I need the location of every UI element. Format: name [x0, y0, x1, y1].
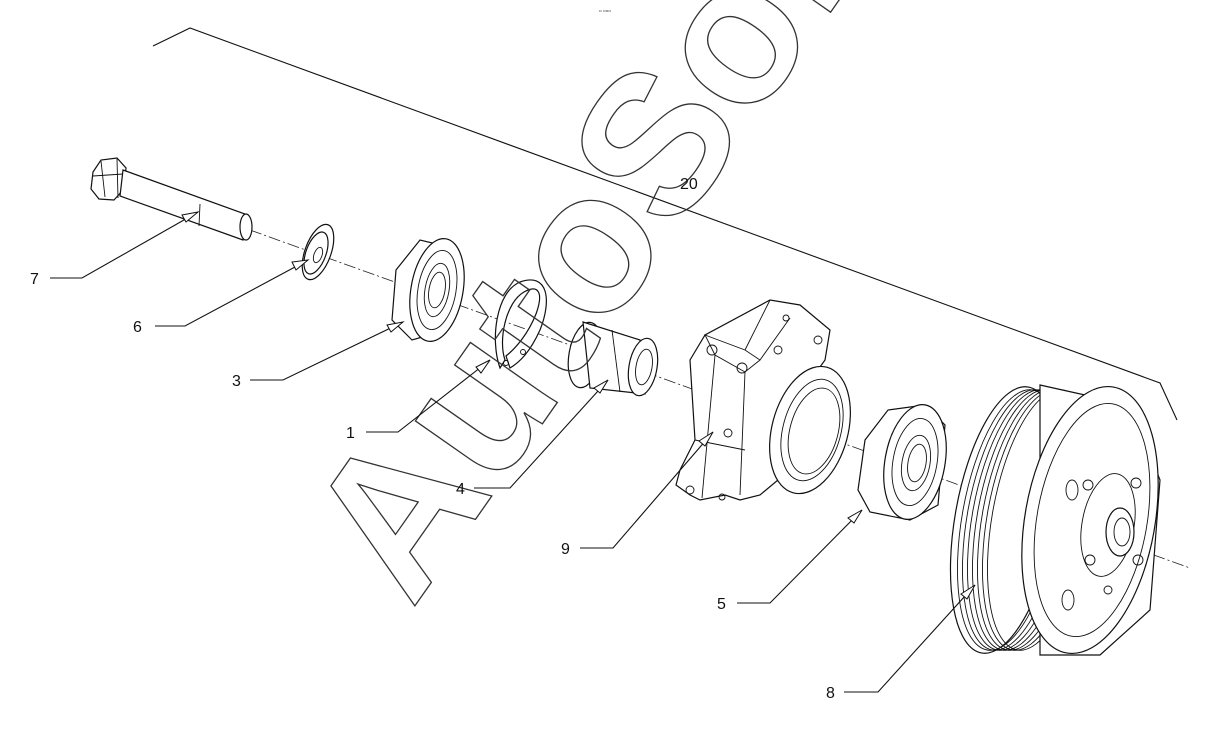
bracket-housing-icon — [675, 299, 851, 501]
callout-20: 20 — [680, 176, 698, 193]
bearing-icon — [391, 237, 465, 343]
leader-4 — [474, 379, 609, 489]
callout-4: 4 — [456, 481, 465, 498]
bearing-icon — [857, 404, 947, 521]
callout-9: 9 — [561, 541, 570, 558]
callout-8: 8 — [826, 685, 835, 702]
leader-8 — [844, 584, 976, 693]
leader-1 — [366, 359, 491, 433]
washer-icon — [301, 223, 335, 281]
leader-9 — [580, 431, 714, 549]
callout-5: 5 — [717, 596, 726, 613]
callout-6: 6 — [133, 319, 142, 336]
assembly-bracket-line — [152, 27, 1178, 421]
callout-1: 1 — [346, 425, 355, 442]
leader-3 — [250, 321, 405, 381]
watermark-text: AutoSoft — [265, 0, 932, 635]
spacer-sleeve-icon — [567, 321, 659, 397]
leader-7 — [50, 211, 200, 279]
callout-7: 7 — [30, 271, 39, 288]
leader-6 — [155, 259, 310, 327]
callout-3: 3 — [232, 373, 241, 390]
pulley-icon — [949, 384, 1161, 656]
circlip-icon — [494, 279, 547, 370]
header-mark: ▫ ▫▫▫ — [599, 8, 611, 13]
leader-5 — [737, 509, 863, 604]
bolt-icon — [90, 157, 253, 241]
